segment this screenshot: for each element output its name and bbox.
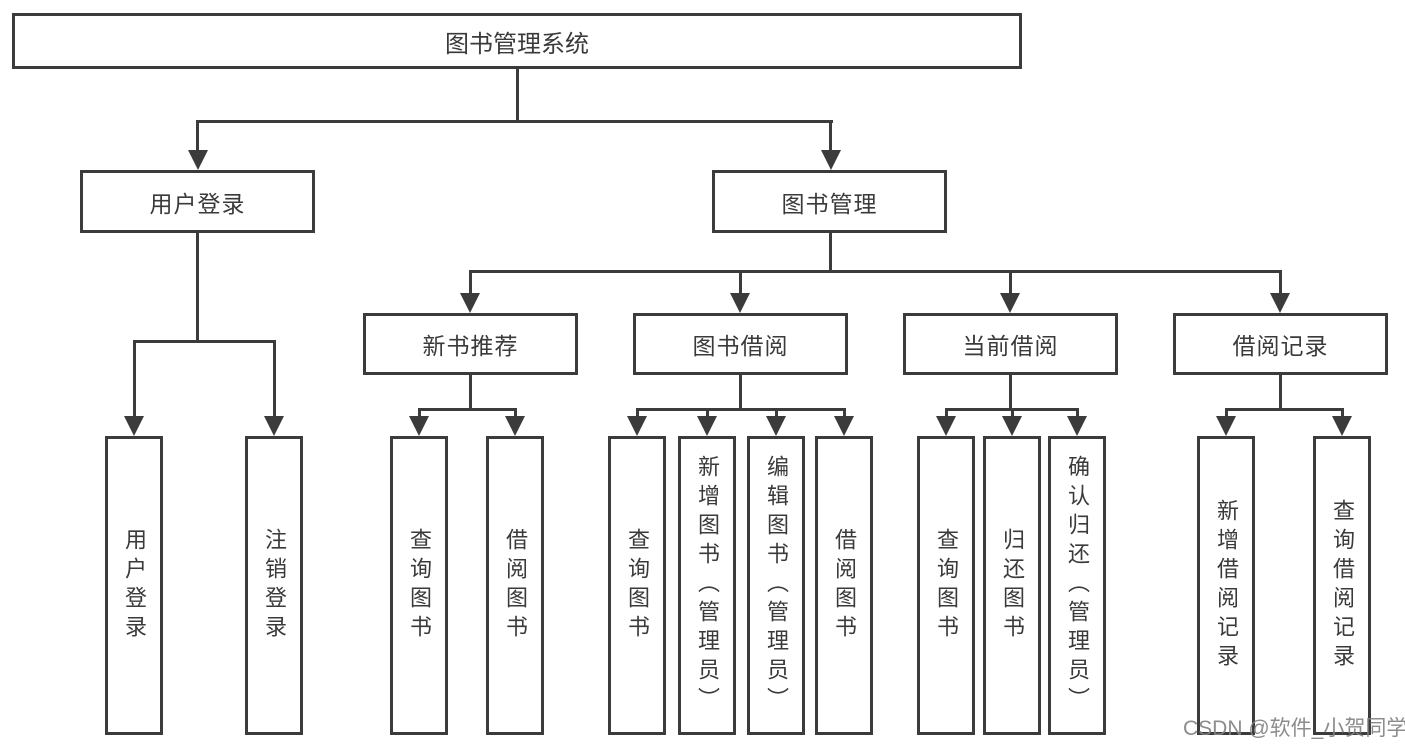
arrowhead-down-icon — [460, 293, 480, 313]
node-current-borrow-label: 当前借阅 — [962, 333, 1059, 359]
arrowhead-down-icon — [264, 416, 284, 436]
arrowhead-down-icon — [188, 150, 208, 170]
connector-h — [636, 408, 846, 411]
arrowhead-down-icon — [124, 416, 144, 436]
leaf-newbooks-borrow-books: 借阅图书 — [486, 436, 544, 735]
arrowhead-down-icon — [766, 416, 786, 436]
leaf-logout-label: 注销登录 — [262, 527, 287, 644]
arrowhead-down-icon — [1002, 416, 1022, 436]
node-book-management-label: 图书管理 — [781, 190, 878, 217]
node-new-book-recommend: 新书推荐 — [363, 313, 578, 375]
node-root: 图书管理系统 — [12, 13, 1022, 69]
leaf-newbooks-query-books-label: 查询图书 — [407, 527, 432, 644]
node-book-management: 图书管理 — [712, 170, 947, 233]
connector-v — [196, 233, 199, 340]
leaf-confirm-return-admin-label: 确认归还（管理员） — [1065, 455, 1090, 716]
leaf-current-query-books: 查询图书 — [917, 436, 975, 735]
leaf-user-login: 用户登录 — [105, 436, 163, 735]
arrowhead-down-icon — [936, 416, 956, 436]
leaf-borrow-query-books: 查询图书 — [608, 436, 666, 735]
arrowhead-down-icon — [627, 416, 647, 436]
node-current-borrow: 当前借阅 — [903, 313, 1118, 375]
connector-v — [739, 375, 742, 408]
arrowhead-down-icon — [1332, 416, 1352, 436]
node-borrow-records-label: 借阅记录 — [1232, 333, 1329, 359]
arrowhead-down-icon — [1067, 416, 1087, 436]
connector-v — [829, 120, 832, 151]
node-user-login-label: 用户登录 — [149, 190, 246, 217]
arrowhead-down-icon — [821, 150, 841, 170]
connector-v — [706, 408, 709, 417]
node-book-borrow: 图书借阅 — [633, 313, 848, 375]
leaf-confirm-return-admin: 确认归还（管理员） — [1048, 436, 1106, 735]
connector-v — [1076, 408, 1079, 417]
arrowhead-down-icon — [730, 293, 750, 313]
connector-v — [945, 408, 948, 417]
connector-v — [133, 340, 136, 417]
leaf-return-books: 归还图书 — [983, 436, 1041, 735]
connector-v — [636, 408, 639, 417]
connector-v — [1011, 408, 1014, 417]
connector-v — [775, 408, 778, 417]
connector-v — [196, 120, 199, 151]
leaf-borrow-books-label: 借阅图书 — [832, 527, 857, 644]
connector-v — [1279, 270, 1282, 296]
leaf-query-borrow-record-label: 查询借阅记录 — [1330, 498, 1355, 673]
connector-v — [1279, 375, 1282, 408]
connector-v — [514, 408, 517, 417]
leaf-newbooks-query-books: 查询图书 — [390, 436, 448, 735]
arrowhead-down-icon — [697, 416, 717, 436]
node-user-login: 用户登录 — [80, 170, 315, 233]
connector-v — [516, 68, 519, 120]
connector-h — [1225, 408, 1344, 411]
leaf-query-borrow-record: 查询借阅记录 — [1313, 436, 1371, 735]
node-borrow-records: 借阅记录 — [1173, 313, 1388, 375]
leaf-edit-books-admin: 编辑图书（管理员） — [747, 436, 805, 735]
leaf-user-login-label: 用户登录 — [122, 527, 147, 644]
leaf-edit-books-admin-label: 编辑图书（管理员） — [764, 455, 789, 716]
connector-v — [843, 408, 846, 417]
arrowhead-down-icon — [1000, 293, 1020, 313]
leaf-current-query-books-label: 查询图书 — [934, 527, 959, 644]
leaf-borrow-query-books-label: 查询图书 — [625, 527, 650, 644]
leaf-borrow-books: 借阅图书 — [815, 436, 873, 735]
node-new-book-recommend-label: 新书推荐 — [422, 333, 519, 359]
leaf-add-borrow-record-label: 新增借阅记录 — [1214, 498, 1239, 673]
connector-v — [469, 270, 472, 296]
connector-v — [1341, 408, 1344, 417]
connector-v — [829, 233, 832, 270]
connector-v — [469, 375, 472, 408]
connector-v — [1225, 408, 1228, 417]
csdn-watermark: CSDN @软件_小贺同学 — [1183, 717, 1405, 740]
leaf-return-books-label: 归还图书 — [1000, 527, 1025, 644]
arrowhead-down-icon — [505, 416, 525, 436]
connector-v — [1009, 375, 1012, 408]
arrowhead-down-icon — [834, 416, 854, 436]
connector-h — [418, 408, 517, 411]
node-root-label: 图书管理系统 — [445, 30, 589, 58]
connector-v — [1009, 270, 1012, 296]
arrowhead-down-icon — [409, 416, 429, 436]
node-book-borrow-label: 图书借阅 — [692, 333, 789, 359]
connector-v — [739, 270, 742, 296]
leaf-add-books-admin: 新增图书（管理员） — [678, 436, 736, 735]
arrowhead-down-icon — [1216, 416, 1236, 436]
leaf-logout: 注销登录 — [245, 436, 303, 735]
connector-v — [273, 340, 276, 417]
leaf-add-borrow-record: 新增借阅记录 — [1197, 436, 1255, 735]
leaf-add-books-admin-label: 新增图书（管理员） — [695, 455, 720, 716]
connector-h — [196, 120, 833, 123]
connector-h — [469, 270, 1282, 273]
arrowhead-down-icon — [1270, 293, 1290, 313]
leaf-newbooks-borrow-books-label: 借阅图书 — [503, 527, 528, 644]
connector-h — [133, 340, 276, 343]
connector-v — [418, 408, 421, 417]
